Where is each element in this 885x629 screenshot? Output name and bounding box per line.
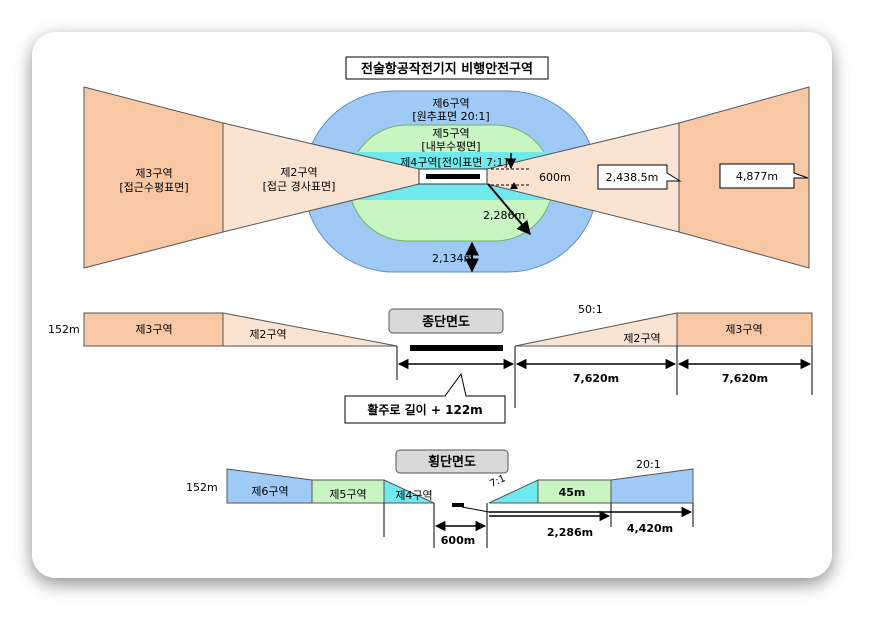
dim-2134-label: 2,134m: [432, 252, 474, 265]
long-zone2-left-label: 제2구역: [249, 328, 286, 341]
callout-left-box: [597, 164, 682, 190]
dim-600-label: 600m: [539, 171, 571, 184]
long-zone3-left-label: 제3구역: [135, 323, 172, 336]
zone5-desc: [내부수평면]: [421, 140, 480, 153]
longitudinal-section: 152m 제3구역 제2구역 제2구역 제3구역 50:1 종단면도 7,620…: [48, 303, 813, 424]
long-zone2-right-label: 제2구역: [623, 332, 660, 345]
long-slope-label: 50:1: [578, 303, 603, 316]
callout-right-box: [719, 163, 809, 189]
plan-title: 전술항공작전기지 비행안전구역: [361, 61, 533, 77]
plan-view: 전술항공작전기지 비행안전구역 제6구역 [원추표면 20:1] 제5구역 [내…: [83, 56, 810, 273]
trans-zone6-left-label: 제6구역: [251, 485, 288, 498]
zone3-left-name: 제3구역: [135, 167, 172, 180]
zone6-desc: [원추표면 20:1]: [412, 110, 489, 123]
callout-right-label: 4,877m: [736, 170, 778, 183]
trans-45m-label: 45m: [559, 486, 586, 499]
plan-title-box: [345, 56, 549, 80]
long-runway-callout-label: 활주로 길이 + 122m: [367, 402, 482, 417]
trans-height-label: 152m: [186, 481, 218, 494]
long-dim1-label: 7,620m: [573, 372, 619, 385]
long-runway: [410, 345, 503, 351]
trans-title: 횡단면도: [428, 454, 476, 470]
long-height-label: 152m: [48, 323, 80, 336]
transverse-section: 횡단면도 152m 제6구역 제5구역 제4구역 7:1 45m 20:1 60…: [186, 449, 694, 548]
trans-dim-leader: [461, 506, 490, 513]
trans-zone4-left-label: 제4구역: [395, 489, 432, 502]
zone5-name: 제5구역: [432, 127, 469, 140]
dim-600-triangle: [510, 182, 518, 189]
trans-title-box: [395, 449, 509, 474]
trans-dim2286-label: 2,286m: [547, 526, 593, 539]
zone2-left-name: 제2구역: [280, 166, 317, 179]
trans-zone4-left: [383, 479, 435, 504]
zone4-label: 제4구역[전이표면 7:1]: [400, 156, 508, 169]
long-zone2-left: [222, 312, 398, 347]
trans-dim4420-label: 4,420m: [627, 522, 673, 535]
callout-left-label: 2,438.5m: [606, 171, 659, 184]
dim-2286-arrow: [487, 183, 531, 236]
trans-dim600-label: 600m: [441, 534, 475, 547]
long-runway-callout-box: [344, 372, 506, 424]
long-zone3-right-label: 제3구역: [725, 323, 762, 336]
trans-runway: [452, 503, 464, 507]
trans-slope20-label: 20:1: [636, 458, 661, 471]
zone6-name: 제6구역: [432, 97, 469, 110]
dim-2286-label: 2,286m: [483, 209, 525, 222]
runway: [426, 174, 480, 179]
trans-zone5-left-label: 제5구역: [329, 488, 366, 501]
long-dim2-label: 7,620m: [722, 372, 768, 385]
zone3-left-desc: [접근수평표면]: [119, 181, 188, 194]
long-title: 종단면도: [422, 314, 470, 330]
zone2-left-desc: [접근 경사표면]: [263, 180, 336, 193]
long-title-box: [388, 308, 504, 334]
